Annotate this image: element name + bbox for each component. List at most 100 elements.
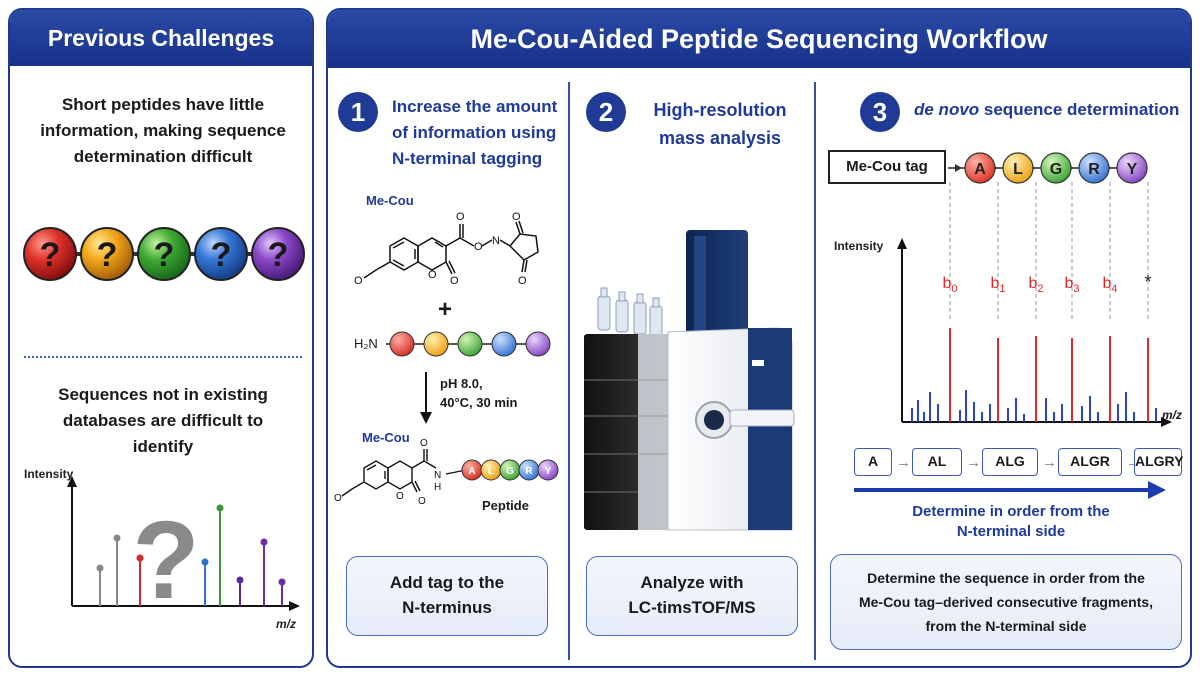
residue-g: G [1040,152,1072,184]
svg-text:O: O [354,275,363,287]
stick-peak-3 [136,554,144,606]
step-1-title: Increase the amount of information using… [392,97,558,168]
seq-box-2: AL [912,448,962,476]
step-3-summary-box: Determine the sequence in order from the… [830,554,1182,650]
ion-label-b1: b1 [990,275,1005,295]
product-residue-a: A [461,459,483,481]
seq-arrow-3: → [1042,454,1057,471]
me-cou-tag-box: Me-Cou tag [828,150,946,184]
ion-label-b4: b4 [1102,275,1117,295]
svg-text:A: A [468,466,475,477]
svg-text:Intensity: Intensity [24,467,74,481]
tagged-peptide-structure: O O O O N H A L G R Y [334,438,559,507]
product-residue-y: Y [537,459,559,481]
me-cou-nhs-structure: O O O O O N O O [354,211,539,287]
residue-r: R [1078,152,1110,184]
me-cou-label: Me-Cou [366,193,414,208]
seq-arrow-2: → [966,454,981,471]
svg-text:G: G [1050,161,1062,178]
stick-peak-8 [278,578,286,606]
svg-text:N: N [434,470,441,481]
product-residue-l: L [480,459,502,481]
reaction-conditions: pH 8.0, 40°C, 30 min [440,376,518,410]
svg-text:O: O [428,269,437,281]
question-ball-green [137,227,191,281]
stick-peak-6 [236,576,244,606]
seq-arrow-1: → [896,454,911,471]
ion-label-b2: b2 [1028,275,1043,295]
svg-text:H: H [434,482,441,493]
step-2-summary-box: Analyze with LC-timsTOF/MS [586,556,798,636]
residue-y: Y [1116,152,1148,184]
peptide-label: Peptide [482,498,529,513]
ms-tower [686,230,748,340]
ion-label-star: * [1144,272,1151,292]
fragment-spectrum: A L G R Y Intensity b0 b1 b2 b3 b4 * [834,152,1172,427]
panel-header-right: Me-Cou-Aided Peptide Sequencing Workflow [328,10,1190,68]
question-ball-blue [194,227,248,281]
unknown-residues-chain: ? ? ? ? ? [23,227,305,281]
svg-text:O: O [474,241,483,253]
ms-body [667,327,795,531]
svg-text:N: N [492,235,500,247]
previous-challenges-panel: Previous Challenges Short peptides have … [8,8,314,668]
step-2-number: 2 [586,92,626,132]
ion-label-b3: b3 [1064,275,1079,295]
stick-peak-5 [216,504,224,606]
ion-label-b0: b0 [942,275,957,295]
stick-peak-7 [260,538,268,606]
seq-box-1: A [854,448,892,476]
seq-box-5: ALGRY [1134,448,1183,476]
lc-stack [584,334,670,530]
svg-text:L: L [488,466,494,477]
product-residue-r: R [518,459,540,481]
step-3-number: 3 [860,92,900,132]
svg-text:R: R [525,466,533,477]
svg-text:?: ? [40,236,61,274]
svg-text:Y: Y [1127,161,1138,178]
stick-peak-1 [96,564,104,606]
reaction-arrow [420,372,432,424]
svg-text:?: ? [97,236,118,274]
plus-sign: + [438,296,453,323]
challenge-text-2: Sequences not in existing databases are … [58,385,268,456]
seq-box-4: ALGR [1058,448,1122,476]
column-divider-1 [568,82,570,660]
amine-label: H₂N [354,336,378,351]
direction-arrow [854,481,1166,499]
section-divider [24,356,302,358]
stick-peak-2 [113,534,121,606]
noise-peaks [911,390,1157,422]
svg-text:G: G [506,466,514,477]
question-ball-purple [251,227,305,281]
lc-timstof-instrument [584,230,795,531]
svg-text:O: O [450,275,459,287]
question-ball-yellow [80,227,134,281]
solvent-bottles [597,287,663,337]
challenge-text-1: Short peptides have little information, … [40,95,286,166]
panel-header-left: Previous Challenges [10,10,312,66]
seq-box-3: ALG [982,448,1038,476]
step-2-title: High-resolution mass analysis [653,100,787,148]
x-axis-label-mz: m/z [1162,408,1183,422]
svg-text:?: ? [154,236,175,274]
svg-text:O: O [420,438,428,449]
svg-text:O: O [456,211,465,223]
step-1-summary-box: Add tag to the N-terminus [346,556,548,636]
step-3-title: de novo sequence determination [914,100,1180,119]
svg-text:L: L [1013,161,1023,178]
svg-text:O: O [418,496,426,507]
svg-text:?: ? [268,236,289,274]
svg-text:O: O [512,211,521,223]
svg-text:?: ? [211,236,232,274]
svg-text:Y: Y [545,466,552,477]
svg-text:A: A [974,161,986,178]
unknown-spectrum: Intensity m/z ? [24,467,300,631]
svg-text:O: O [334,493,342,504]
residue-a: A [964,152,996,184]
svg-text:Intensity: Intensity [834,239,884,253]
stick-peak-4 [201,558,209,606]
workflow-panel: Me-Cou-Aided Peptide Sequencing Workflow… [326,8,1192,668]
product-residue-g: G [499,459,521,481]
step-1-number: 1 [338,92,378,132]
